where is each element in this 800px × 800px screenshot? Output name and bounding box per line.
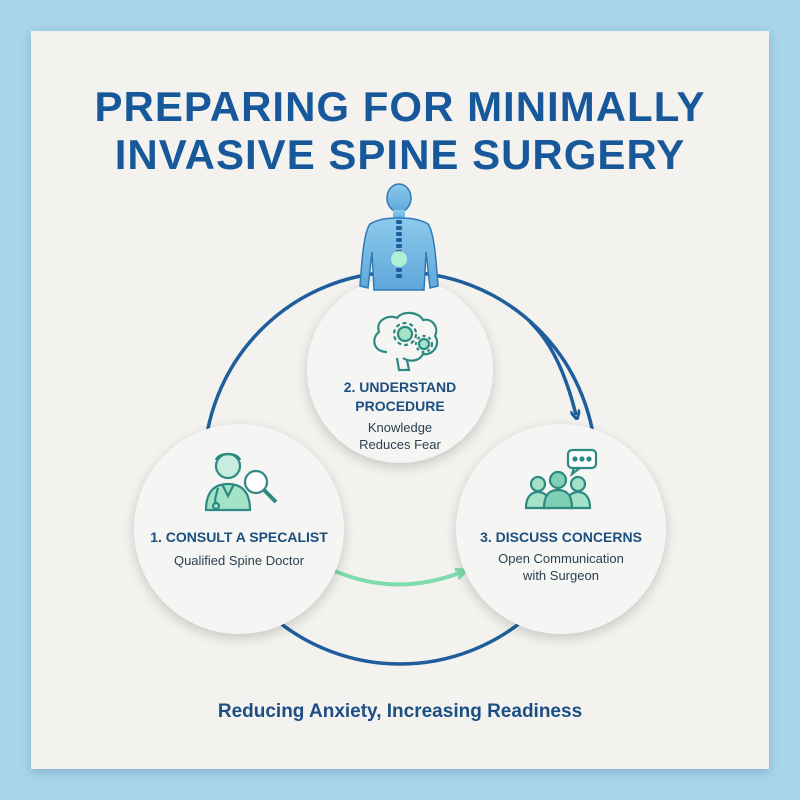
step-3-subtitle-line-1: Open Communication — [498, 551, 624, 566]
step-2-subtitle-line-1: Knowledge — [367, 420, 433, 435]
step-3-node: 3. DISCUSS CONCERNS Open Communication w… — [456, 424, 666, 634]
step-1-subtitle: Qualified Spine Doctor — [173, 553, 305, 568]
step-2-title-line-2: PROCEDURE — [355, 398, 445, 414]
step-3-title: 3. DISCUSS CONCERNS — [480, 529, 642, 545]
title-line-2: INVASIVE SPINE SURGERY — [114, 131, 686, 178]
title-line-1: PREPARING FOR MINIMALLY — [94, 83, 706, 130]
group-chat-icon — [524, 448, 598, 510]
step-2-title-line-1: 2. UNDERSTAND — [343, 379, 457, 395]
step-1-node: 1. CONSULT A SPECALIST Qualified Spine D… — [134, 424, 344, 634]
step-2-node: 2. UNDERSTAND PROCEDURE Knowledge Reduce… — [307, 277, 493, 463]
step-1-title: 1. CONSULT A SPECALIST — [150, 529, 328, 545]
doctor-magnifier-icon — [204, 452, 278, 512]
footer-tagline: Reducing Anxiety, Increasing Readiness — [217, 701, 583, 722]
ring-arrow-right — [528, 320, 576, 415]
brain-gears-icon — [373, 311, 439, 372]
step-3-subtitle-line-2: with Surgeon — [523, 568, 599, 583]
green-arrow — [321, 563, 462, 587]
step-2-subtitle-line-2: Reduces Fear — [359, 437, 441, 452]
